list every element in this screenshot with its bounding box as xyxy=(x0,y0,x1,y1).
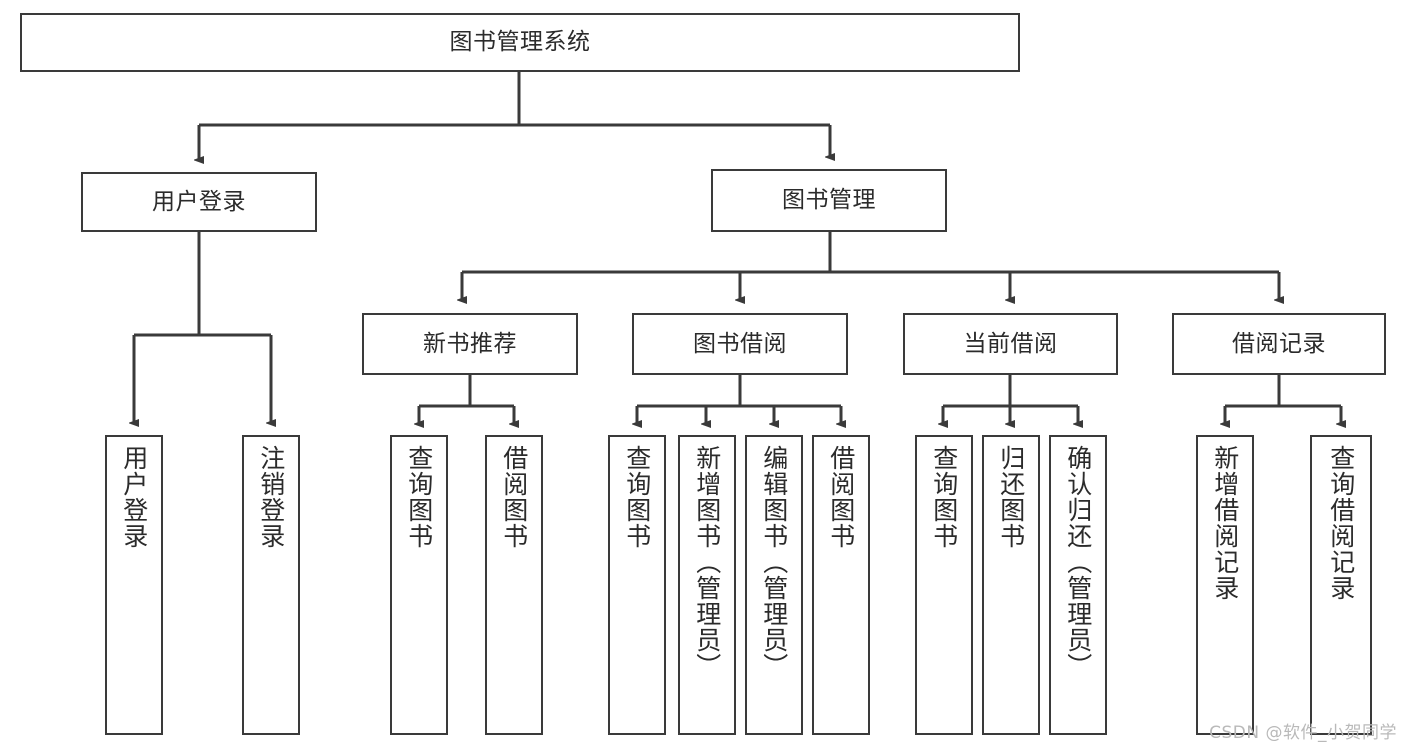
node-leaf-borrow-query[interactable]: 查询图书 xyxy=(608,435,666,735)
node-book-management[interactable]: 图书管理 xyxy=(711,169,947,232)
node-leaf-current-query[interactable]: 查询图书 xyxy=(915,435,973,735)
node-leaf-borrow-add[interactable]: 新增图书（管理员） xyxy=(678,435,736,735)
node-leaf-newbooks-borrow-label: 借阅图书 xyxy=(499,445,529,549)
node-leaf-user-login-label: 用户登录 xyxy=(119,445,149,549)
node-book-management-label: 图书管理 xyxy=(782,187,876,214)
node-leaf-user-login[interactable]: 用户登录 xyxy=(105,435,163,735)
node-leaf-newbooks-query[interactable]: 查询图书 xyxy=(390,435,448,735)
node-current-borrow-label: 当前借阅 xyxy=(963,330,1058,357)
node-leaf-current-confirm-return-label: 确认归还（管理员） xyxy=(1063,445,1093,679)
node-leaf-records-query[interactable]: 查询借阅记录 xyxy=(1310,435,1372,735)
node-leaf-borrow-query-label: 查询图书 xyxy=(622,445,652,549)
node-leaf-borrow-do[interactable]: 借阅图书 xyxy=(812,435,870,735)
node-new-book-recommend[interactable]: 新书推荐 xyxy=(362,313,578,375)
node-leaf-records-add[interactable]: 新增借阅记录 xyxy=(1196,435,1254,735)
node-new-book-recommend-label: 新书推荐 xyxy=(423,330,517,357)
node-leaf-borrow-add-label: 新增图书（管理员） xyxy=(692,445,722,679)
node-borrow-records[interactable]: 借阅记录 xyxy=(1172,313,1386,375)
node-leaf-logout[interactable]: 注销登录 xyxy=(242,435,300,735)
node-leaf-current-return[interactable]: 归还图书 xyxy=(982,435,1040,735)
node-user-login-label: 用户登录 xyxy=(152,188,246,215)
node-leaf-records-add-label: 新增借阅记录 xyxy=(1210,445,1240,601)
node-leaf-newbooks-borrow[interactable]: 借阅图书 xyxy=(485,435,543,735)
node-root[interactable]: 图书管理系统 xyxy=(20,13,1020,72)
node-user-login[interactable]: 用户登录 xyxy=(81,172,317,232)
node-leaf-current-query-label: 查询图书 xyxy=(929,445,959,549)
node-leaf-records-query-label: 查询借阅记录 xyxy=(1326,445,1356,601)
node-leaf-newbooks-query-label: 查询图书 xyxy=(404,445,434,549)
node-leaf-current-confirm-return[interactable]: 确认归还（管理员） xyxy=(1049,435,1107,735)
node-book-borrow-label: 图书借阅 xyxy=(693,330,787,357)
node-borrow-records-label: 借阅记录 xyxy=(1232,330,1326,357)
node-leaf-borrow-edit-label: 编辑图书（管理员） xyxy=(759,445,789,679)
watermark: CSDN @软件_小贺同学 xyxy=(1209,723,1397,743)
node-leaf-logout-label: 注销登录 xyxy=(256,445,286,549)
node-current-borrow[interactable]: 当前借阅 xyxy=(903,313,1118,375)
node-leaf-borrow-edit[interactable]: 编辑图书（管理员） xyxy=(745,435,803,735)
node-book-borrow[interactable]: 图书借阅 xyxy=(632,313,848,375)
node-leaf-borrow-do-label: 借阅图书 xyxy=(826,445,856,549)
node-leaf-current-return-label: 归还图书 xyxy=(996,445,1026,549)
node-root-label: 图书管理系统 xyxy=(449,29,591,56)
